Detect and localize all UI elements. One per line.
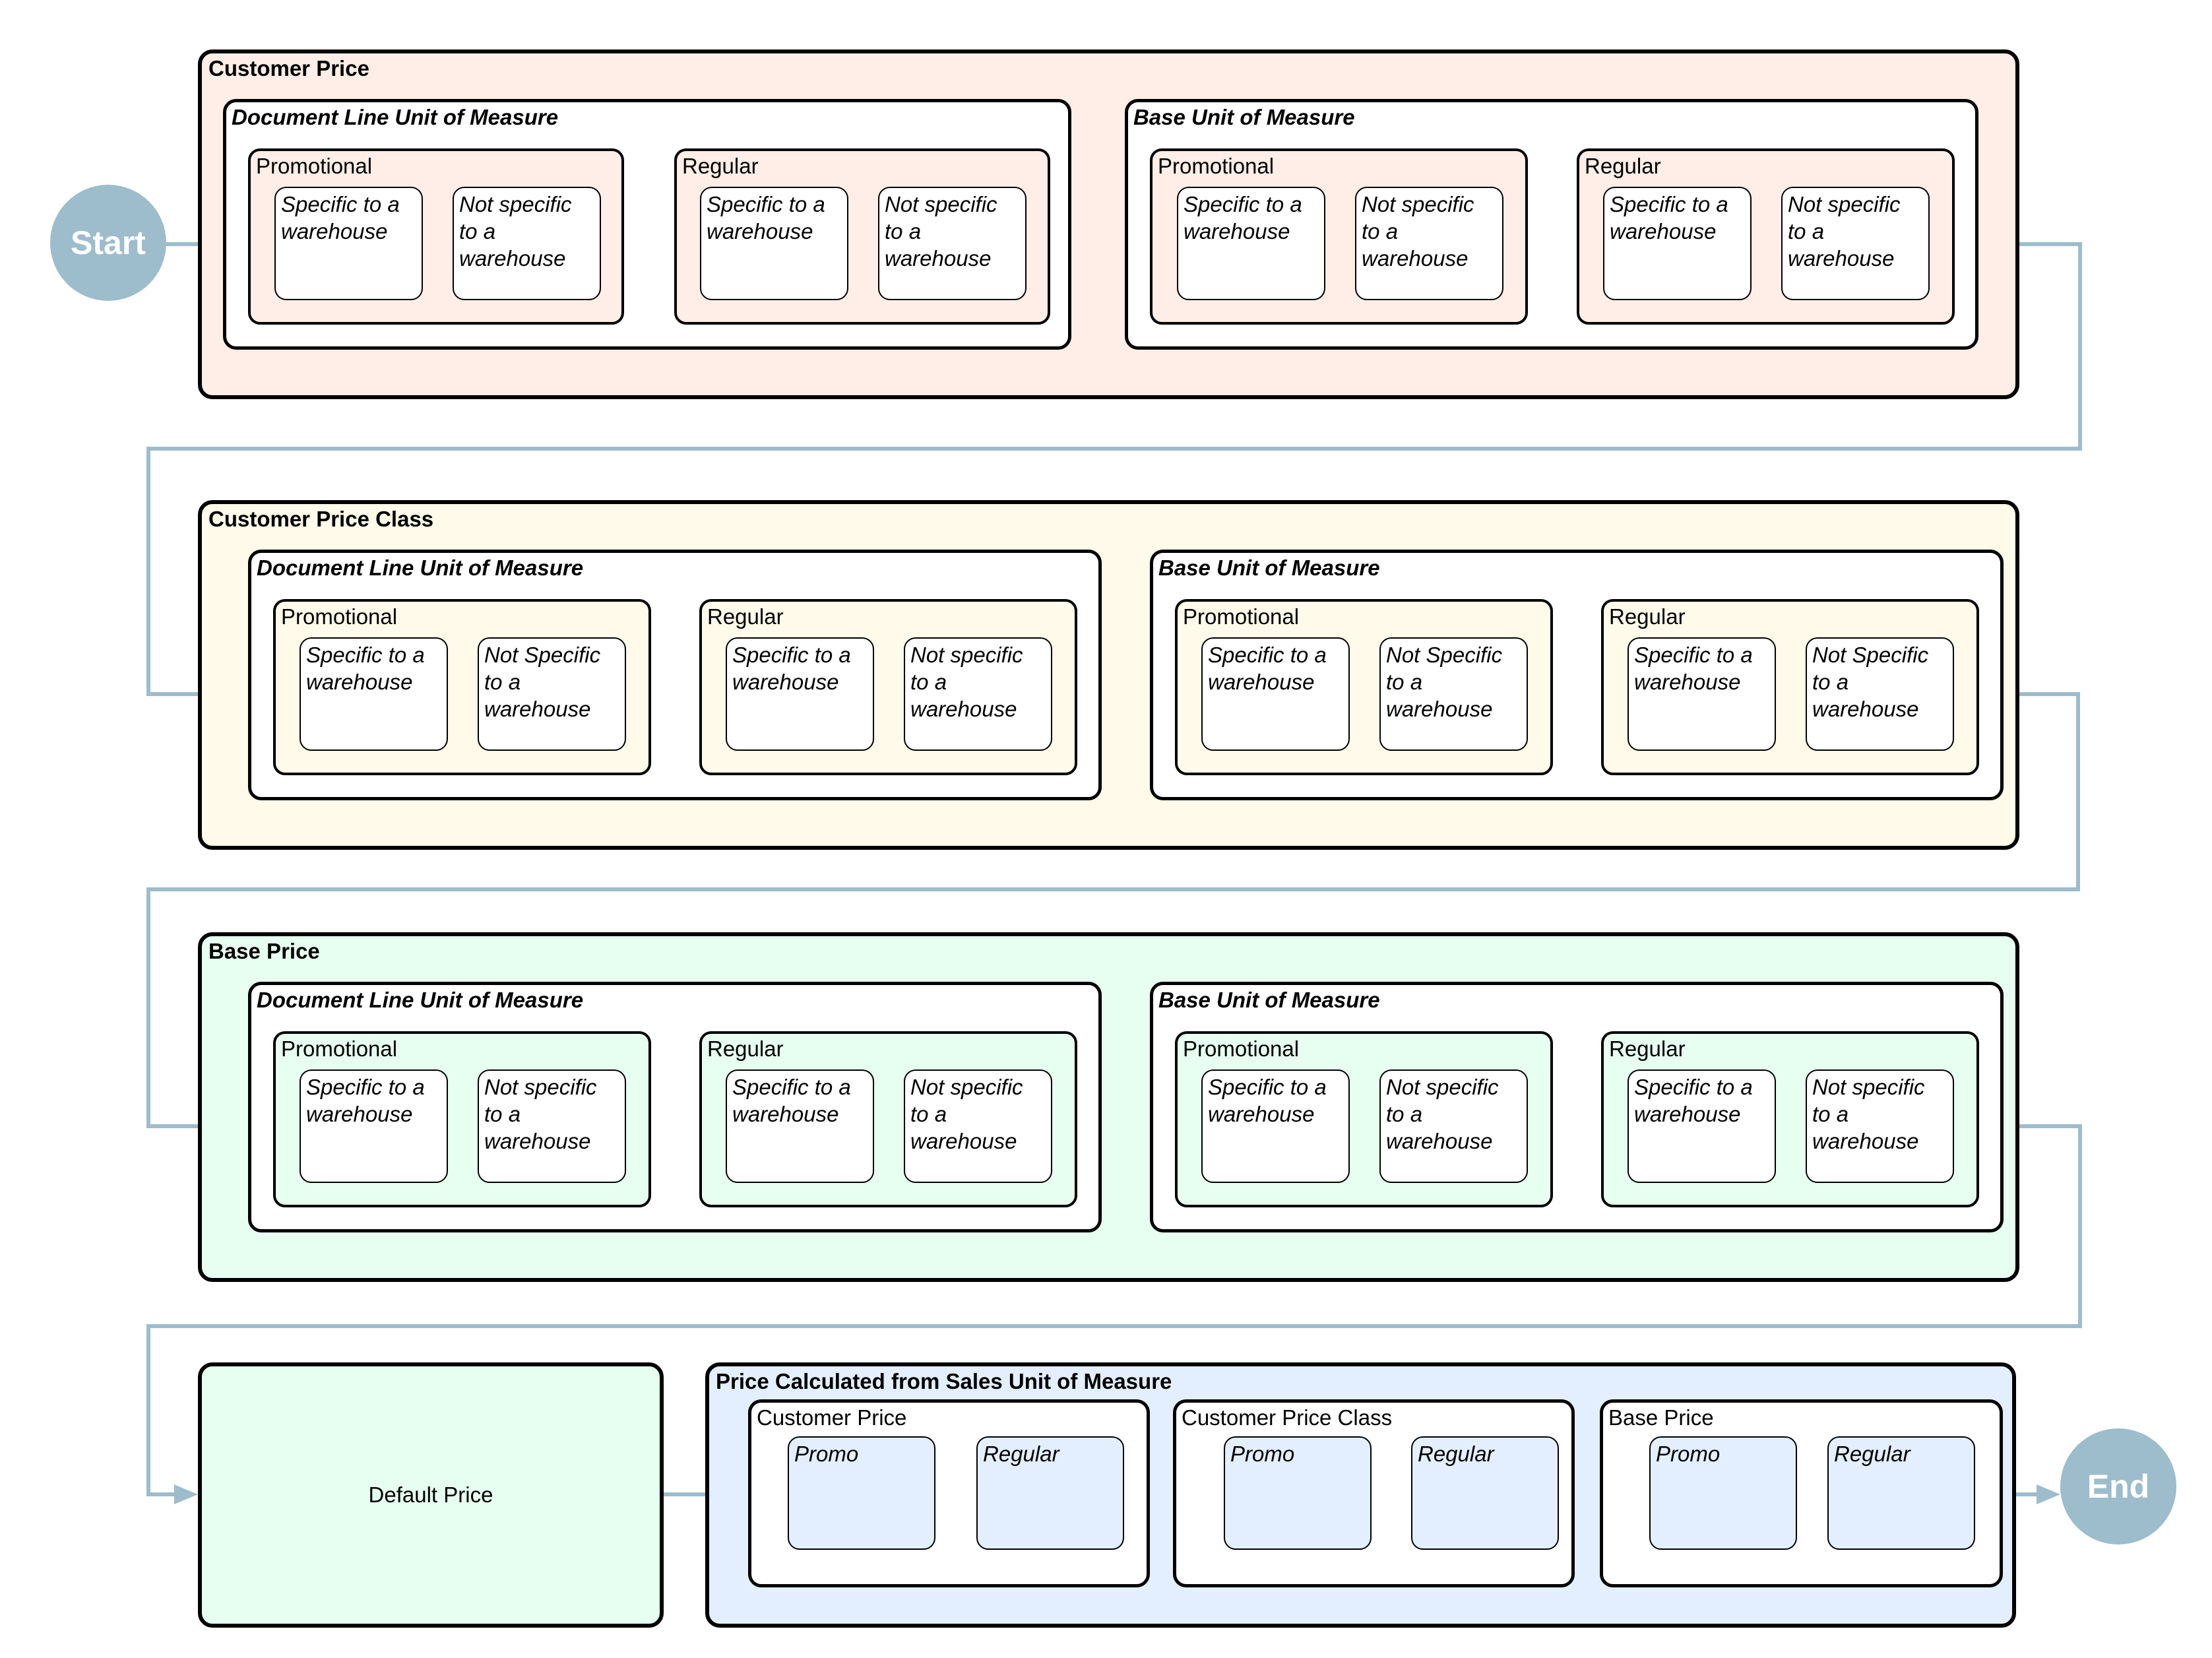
bp-doc-reg-not-specific: Not specific to a warehouse <box>904 1069 1052 1183</box>
section-title: Customer Price Class <box>208 507 434 531</box>
sub-title: Promotional <box>1158 154 1275 178</box>
bp-base-reg-not-specific: Not specific to a warehouse <box>1806 1069 1954 1183</box>
sub-title: Promotional <box>256 154 373 178</box>
group-title: Document Line Unit of Measure <box>257 988 584 1012</box>
sales-cpc-regular: Regular <box>1411 1436 1559 1550</box>
sub-title: Promotional <box>281 604 398 629</box>
sub-title: Regular <box>1609 1036 1686 1061</box>
sub-title: Regular <box>682 154 759 178</box>
connector-row3-row4 <box>146 1124 2082 1496</box>
group-title: Base Unit of Measure <box>1158 556 1380 580</box>
cp-base-promo-specific: Specific to a warehouse <box>1177 187 1325 300</box>
sub-title: Promotional <box>281 1036 398 1061</box>
section-title: Price Calculated from Sales Unit of Meas… <box>716 1369 1172 1393</box>
arrow-end-head <box>2037 1484 2060 1504</box>
section-title: Base Price <box>208 939 320 963</box>
cpc-base-promo-specific: Specific to a warehouse <box>1201 637 1350 751</box>
cp-base-reg-specific: Specific to a warehouse <box>1603 187 1752 300</box>
sub-title: Regular <box>1585 154 1661 178</box>
bp-doc-promo-not-specific: Not specific to a warehouse <box>478 1069 626 1183</box>
sales-cp-promo: Promo <box>788 1436 935 1550</box>
cpc-doc-reg-not-specific: Not specific to a warehouse <box>904 637 1052 751</box>
cp-doc-promo-not-specific: Not specific to a warehouse <box>453 187 601 300</box>
connector-row1-row2 <box>146 242 2082 696</box>
bp-base-promo-not-specific: Not specific to a warehouse <box>1379 1069 1528 1183</box>
connector-row2-row3 <box>146 692 2080 1128</box>
sub-title: Promotional <box>1183 604 1300 629</box>
arrow-default-head <box>174 1484 198 1504</box>
start-node: Start <box>50 185 166 301</box>
bp-doc-reg-specific: Specific to a warehouse <box>726 1069 874 1183</box>
cp-base-reg-not-specific: Not specific to a warehouse <box>1781 187 1930 300</box>
cpc-base-promo-not-specific: Not Specific to a warehouse <box>1379 637 1528 751</box>
cpc-doc-promo-specific: Specific to a warehouse <box>300 637 448 751</box>
sub-title: Regular <box>1609 604 1686 629</box>
group-title: Base Unit of Measure <box>1158 988 1380 1012</box>
sales-bp-regular: Regular <box>1827 1436 1975 1550</box>
cpc-doc-reg-specific: Specific to a warehouse <box>726 637 874 751</box>
sub-title: Promotional <box>1183 1036 1300 1061</box>
end-node: End <box>2060 1428 2176 1545</box>
default-price-box: Default Price <box>198 1362 664 1628</box>
cp-doc-reg-specific: Specific to a warehouse <box>700 187 848 300</box>
group-title: Customer Price <box>757 1405 907 1430</box>
cpc-base-reg-specific: Specific to a warehouse <box>1627 637 1776 751</box>
sales-cp-regular: Regular <box>976 1436 1124 1550</box>
cpc-base-reg-not-specific: Not Specific to a warehouse <box>1806 637 1954 751</box>
sub-title: Regular <box>707 604 784 629</box>
sub-title: Regular <box>707 1036 784 1061</box>
bp-base-reg-specific: Specific to a warehouse <box>1627 1069 1776 1183</box>
section-title: Customer Price <box>208 56 369 80</box>
group-title: Document Line Unit of Measure <box>232 105 559 129</box>
sales-cpc-promo: Promo <box>1224 1436 1372 1550</box>
group-title: Base Price <box>1608 1405 1714 1430</box>
bp-doc-promo-specific: Specific to a warehouse <box>300 1069 448 1183</box>
cp-doc-promo-specific: Specific to a warehouse <box>274 187 423 300</box>
group-title: Document Line Unit of Measure <box>257 556 584 580</box>
default-price-label: Default Price <box>368 1483 493 1507</box>
sales-bp-promo: Promo <box>1649 1436 1797 1550</box>
cpc-doc-promo-not-specific: Not Specific to a warehouse <box>478 637 626 751</box>
bp-base-promo-specific: Specific to a warehouse <box>1201 1069 1350 1183</box>
group-title: Customer Price Class <box>1182 1405 1393 1430</box>
group-title: Base Unit of Measure <box>1133 105 1355 129</box>
cp-doc-reg-not-specific: Not specific to a warehouse <box>878 187 1027 300</box>
cp-base-promo-not-specific: Not specific to a warehouse <box>1355 187 1503 300</box>
